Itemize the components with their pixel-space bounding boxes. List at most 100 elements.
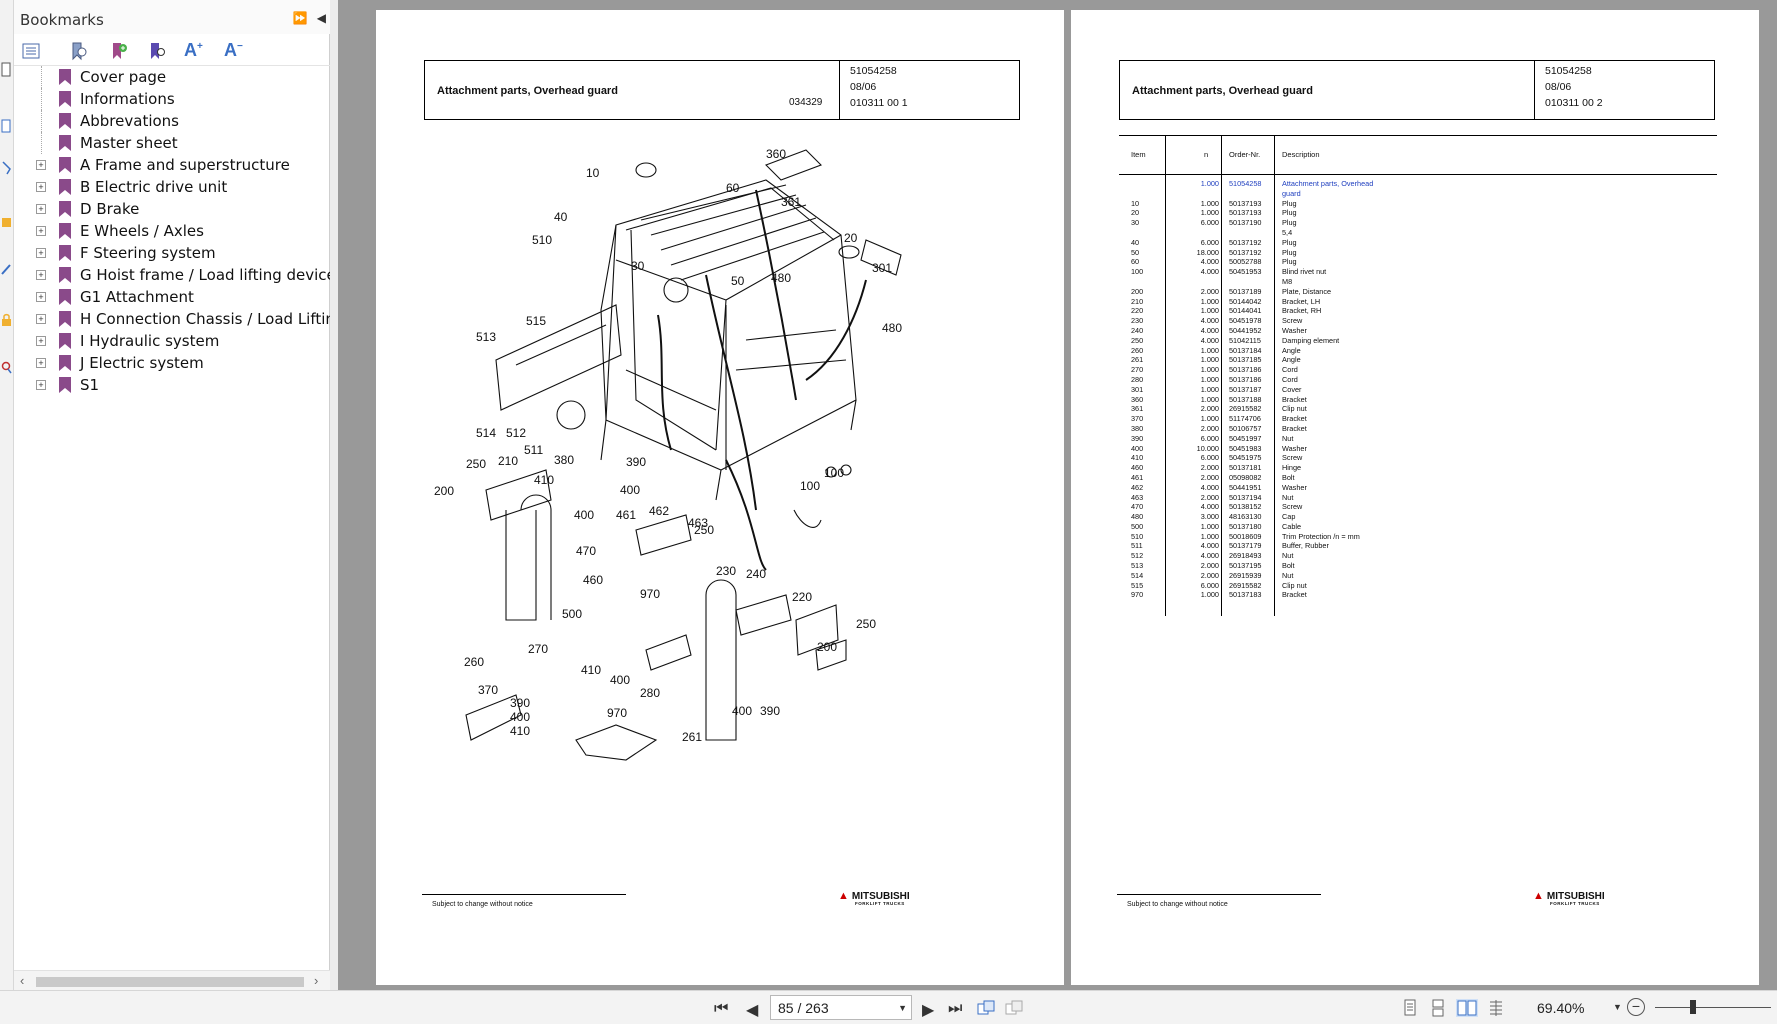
expand-toggle-icon[interactable]: + — [36, 336, 46, 346]
cell-quantity: 4.000 — [1200, 482, 1219, 492]
bookmark-item[interactable]: + G1 Attachment — [26, 286, 326, 308]
navigation-bar: ⏮ ◀ 85 / 263 ▼ ▶ ⏭ 69.40% ▼ − — [0, 990, 1777, 1024]
scroll-right-icon[interactable]: › — [314, 973, 319, 988]
callout-label: 511 — [524, 443, 543, 457]
expand-toggle-icon[interactable]: + — [36, 182, 46, 192]
decrease-font-icon[interactable]: A− — [224, 40, 243, 60]
bookmark-options-icon[interactable] — [20, 40, 42, 62]
callout-label: 100 — [800, 479, 820, 493]
first-page-icon[interactable]: ⏮ — [714, 1000, 729, 1017]
callout-label: 515 — [526, 314, 546, 328]
cell-quantity: 1.000 — [1200, 208, 1219, 218]
cell-description: Cap — [1282, 512, 1296, 522]
bookmark-item[interactable]: +E Wheels / Axles — [26, 220, 326, 242]
comment-icon[interactable] — [1, 215, 12, 231]
callout-label: 240 — [746, 567, 766, 581]
bookmark-icon — [59, 201, 71, 217]
next-page-icon[interactable]: ▶ — [922, 1002, 935, 1019]
cell-item: 10 — [1131, 198, 1140, 208]
bookmark-item[interactable]: +H Connection Chassis / Load Lifting Dev… — [26, 308, 383, 330]
continuous-view-icon[interactable] — [1430, 999, 1446, 1017]
page-thumbnail-icon[interactable] — [1, 62, 12, 78]
bookmark-item[interactable]: +D Brake — [26, 198, 326, 220]
cell-quantity: 6.000 — [1200, 580, 1219, 590]
previous-page-icon[interactable]: ◀ — [746, 1002, 759, 1019]
zoom-dropdown-icon[interactable]: ▼ — [1613, 1002, 1622, 1012]
cell-quantity: 1.000 — [1200, 179, 1219, 188]
cell-description: Angle — [1282, 355, 1301, 365]
increase-font-icon[interactable]: A+ — [184, 40, 203, 60]
bookmark-item[interactable]: +F Steering system — [26, 242, 326, 264]
bookmark-item[interactable]: +B Electric drive unit — [26, 176, 326, 198]
bookmark-item[interactable]: Master sheet — [26, 132, 326, 154]
layers-icon[interactable] — [1, 118, 12, 134]
scroll-thumb[interactable] — [36, 977, 304, 987]
last-page-icon[interactable]: ⏭ — [948, 1000, 963, 1017]
zoom-out-icon[interactable]: − — [1627, 998, 1645, 1016]
find-bookmark-icon[interactable] — [146, 40, 168, 62]
expand-toggle-icon[interactable]: + — [36, 314, 46, 324]
panel-splitter[interactable] — [330, 0, 338, 1024]
callout-label: 410 — [534, 473, 554, 487]
expand-bookmark-icon[interactable] — [68, 40, 90, 62]
bookmark-item[interactable]: +A Frame and superstructure — [26, 154, 326, 176]
cell-item: 361 — [1131, 404, 1144, 414]
bookmark-item[interactable]: Cover page — [26, 66, 326, 88]
expand-toggle-icon[interactable]: + — [36, 226, 46, 236]
single-page-view-icon[interactable] — [1402, 999, 1418, 1017]
expand-toggle-icon[interactable]: + — [36, 380, 46, 390]
cell-item: 280 — [1131, 374, 1144, 384]
signature-icon[interactable] — [1, 262, 12, 278]
zoom-level[interactable]: 69.40% — [1537, 1000, 1585, 1016]
expand-toggle-icon[interactable]: + — [36, 292, 46, 302]
bookmark-item[interactable]: +I Hydraulic system — [26, 330, 326, 352]
callout-label: 514 — [476, 426, 496, 440]
bookmark-item[interactable]: +S1 — [26, 374, 326, 396]
page-dropdown-icon[interactable]: ▼ — [898, 1003, 907, 1013]
document-view[interactable]: Attachment parts, Overhead guard 034329 … — [338, 0, 1777, 990]
bookmark-label: G1 Attachment — [80, 288, 194, 306]
expand-toggle-icon[interactable]: + — [36, 248, 46, 258]
cell-quantity: 10.000 — [1196, 443, 1219, 453]
expand-toggle-icon[interactable]: + — [36, 270, 46, 280]
callout-label: 400 — [620, 483, 640, 497]
add-bookmark-icon[interactable] — [108, 40, 130, 62]
zoom-slider-thumb[interactable] — [1690, 1000, 1696, 1014]
bookmark-icon — [59, 113, 71, 129]
bookmark-item[interactable]: Informations — [26, 88, 326, 110]
scroll-left-icon[interactable]: ‹ — [20, 973, 25, 988]
search-icon[interactable] — [1, 360, 12, 376]
page-number-input[interactable]: 85 / 263 ▼ — [770, 995, 912, 1020]
callout-label: 480 — [882, 321, 902, 335]
callout-label: 361 — [781, 195, 801, 209]
cell-item: 260 — [1131, 345, 1144, 355]
rotate-view-icon[interactable] — [976, 999, 998, 1017]
cell-item: 360 — [1131, 394, 1144, 404]
zoom-slider[interactable] — [1655, 1007, 1771, 1008]
cell-order-number: 50441951 — [1229, 482, 1262, 492]
expand-toggle-icon[interactable]: + — [36, 358, 46, 368]
bookmark-item[interactable]: Abbrevations — [26, 110, 326, 132]
side-tool-strip — [0, 0, 14, 1024]
continuous-facing-icon[interactable] — [1488, 999, 1504, 1017]
bookmark-item[interactable]: +G Hoist frame / Load lifting device — [26, 264, 336, 286]
expand-toggle-icon[interactable]: + — [36, 160, 46, 170]
cell-item: 510 — [1131, 531, 1144, 541]
fit-page-icon[interactable] — [1004, 999, 1026, 1017]
facing-view-icon[interactable] — [1456, 999, 1478, 1017]
collapse-panel-icon[interactable]: ◀ — [316, 11, 326, 25]
expand-toggle-icon[interactable]: + — [36, 204, 46, 214]
cell-quantity: 1.000 — [1200, 306, 1219, 316]
cell-order-number: 26915582 — [1229, 404, 1262, 414]
attachment-icon[interactable] — [1, 160, 12, 176]
expand-panel-icon[interactable]: ⏩ — [292, 11, 308, 25]
bookmark-item[interactable]: +J Electric system — [26, 352, 326, 374]
lock-icon[interactable] — [1, 312, 12, 328]
table-row[interactable]: guard — [1119, 189, 1717, 199]
horizontal-scrollbar[interactable]: ‹ › — [14, 970, 330, 992]
